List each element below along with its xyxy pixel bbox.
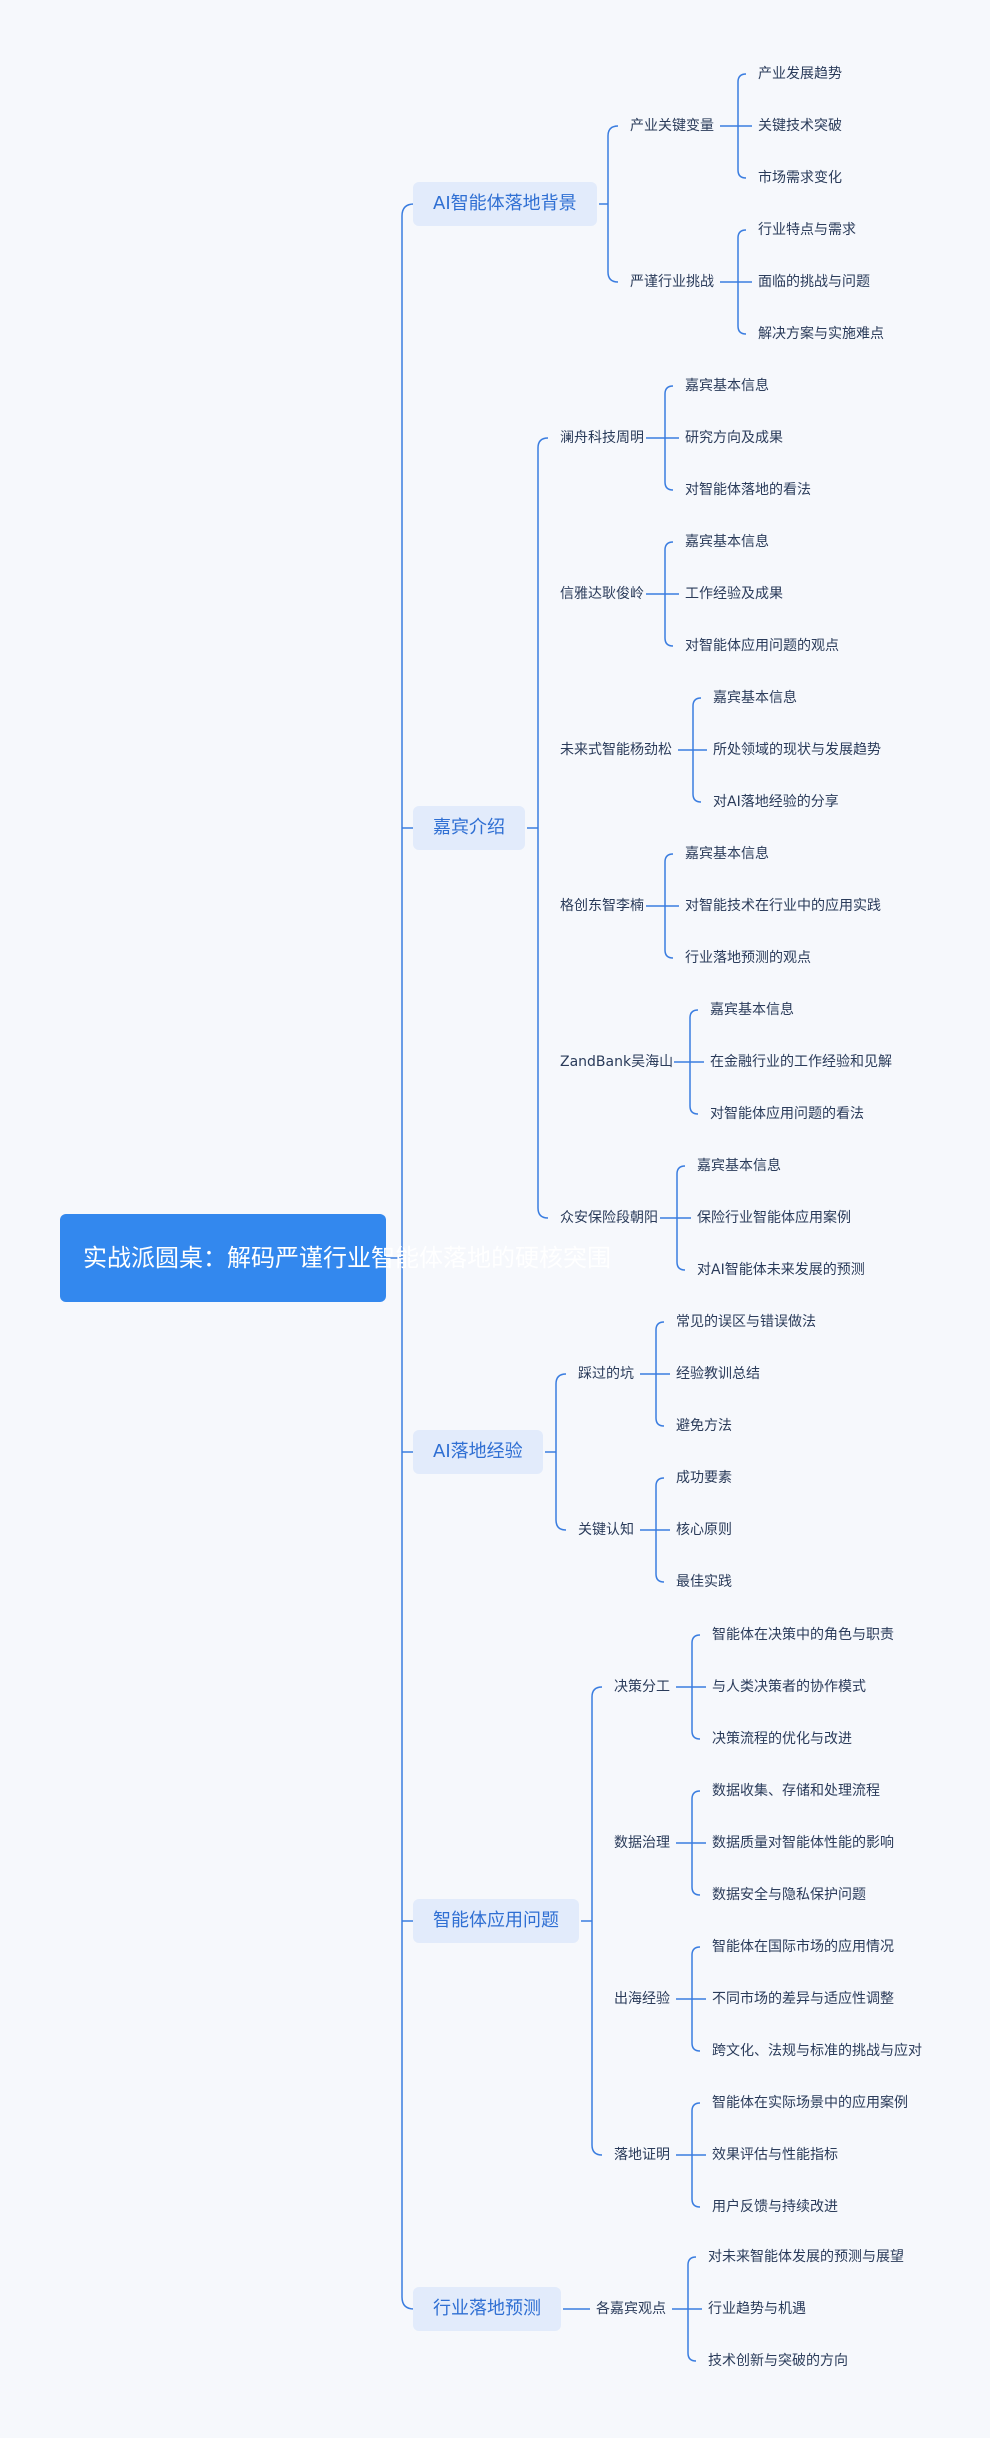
leaf-node[interactable]: 嘉宾基本信息	[685, 378, 769, 394]
leaf-node[interactable]: 对AI落地经验的分享	[713, 794, 839, 810]
sub-topic-node[interactable]: 未来式智能杨劲松	[560, 742, 672, 758]
sub-topic-node[interactable]: 产业关键变量	[630, 118, 714, 134]
leaf-node[interactable]: 智能体在实际场景中的应用案例	[712, 2095, 908, 2111]
connector-bracket	[537, 437, 549, 1219]
leaf-node[interactable]: 与人类决策者的协作模式	[712, 1679, 866, 1695]
topic-node[interactable]: 行业落地预测	[413, 2287, 561, 2331]
topic-node[interactable]: 智能体应用问题	[413, 1899, 579, 1943]
leaf-node[interactable]: 嘉宾基本信息	[697, 1158, 781, 1174]
sub-topic-node[interactable]: 落地证明	[614, 2147, 670, 2163]
connector-bracket	[591, 1686, 603, 2156]
leaf-node[interactable]: 技术创新与突破的方向	[708, 2353, 848, 2369]
leaf-node[interactable]: 嘉宾基本信息	[685, 846, 769, 862]
sub-topic-node[interactable]: 关键认知	[578, 1522, 634, 1538]
root-label: 实战派圆桌：解码严谨行业智能体落地的硬核突围	[83, 1244, 611, 1272]
leaf-node[interactable]: 对智能体落地的看法	[685, 482, 811, 498]
sub-topic-node[interactable]: 决策分工	[614, 1679, 670, 1695]
leaf-node[interactable]: 面临的挑战与问题	[758, 274, 870, 290]
leaf-node[interactable]: 数据质量对智能体性能的影响	[712, 1835, 894, 1851]
connector-bracket	[607, 125, 619, 283]
sub-topic-node[interactable]: 格创东智李楠	[560, 898, 644, 914]
leaf-node[interactable]: 对智能体应用问题的看法	[710, 1106, 864, 1122]
sub-topic-node[interactable]: ZandBank吴海山	[560, 1054, 674, 1070]
leaf-node[interactable]: 行业特点与需求	[758, 222, 856, 238]
leaf-node[interactable]: 在金融行业的工作经验和见解	[710, 1054, 892, 1070]
leaf-node[interactable]: 解决方案与实施难点	[758, 326, 884, 342]
leaf-node[interactable]: 避免方法	[676, 1418, 732, 1434]
leaf-node[interactable]: 用户反馈与持续改进	[712, 2199, 838, 2215]
leaf-node[interactable]: 行业趋势与机遇	[708, 2301, 806, 2317]
leaf-node[interactable]: 不同市场的差异与适应性调整	[712, 1991, 894, 2007]
connector-bracket	[401, 203, 415, 2310]
leaf-node[interactable]: 关键技术突破	[758, 118, 842, 134]
leaf-node[interactable]: 智能体在决策中的角色与职责	[712, 1627, 894, 1643]
sub-topic-node[interactable]: 踩过的坑	[578, 1366, 634, 1382]
leaf-node[interactable]: 经验教训总结	[676, 1366, 760, 1382]
sub-topic-node[interactable]: 信雅达耿俊岭	[560, 586, 644, 602]
leaf-node[interactable]: 数据收集、存储和处理流程	[712, 1783, 880, 1799]
leaf-node[interactable]: 成功要素	[676, 1470, 732, 1486]
sub-topic-node[interactable]: 澜舟科技周明	[560, 430, 644, 446]
topic-node[interactable]: AI智能体落地背景	[413, 182, 597, 226]
sub-topic-node[interactable]: 各嘉宾观点	[596, 2301, 666, 2317]
leaf-node[interactable]: 决策流程的优化与改进	[712, 1731, 852, 1747]
leaf-node[interactable]: 所处领域的现状与发展趋势	[713, 742, 881, 758]
leaf-node[interactable]: 对AI智能体未来发展的预测	[697, 1262, 865, 1278]
leaf-node[interactable]: 核心原则	[676, 1522, 732, 1538]
leaf-node[interactable]: 最佳实践	[676, 1574, 732, 1590]
leaf-node[interactable]: 智能体在国际市场的应用情况	[712, 1939, 894, 1955]
leaf-node[interactable]: 保险行业智能体应用案例	[697, 1210, 851, 1226]
leaf-node[interactable]: 效果评估与性能指标	[712, 2147, 838, 2163]
leaf-node[interactable]: 市场需求变化	[758, 170, 842, 186]
leaf-node[interactable]: 跨文化、法规与标准的挑战与应对	[712, 2043, 922, 2059]
leaf-node[interactable]: 嘉宾基本信息	[685, 534, 769, 550]
leaf-node[interactable]: 数据安全与隐私保护问题	[712, 1887, 866, 1903]
leaf-node[interactable]: 嘉宾基本信息	[713, 690, 797, 706]
sub-topic-node[interactable]: 数据治理	[614, 1835, 670, 1851]
leaf-node[interactable]: 行业落地预测的观点	[685, 950, 811, 966]
topic-node[interactable]: 嘉宾介绍	[413, 806, 525, 850]
sub-topic-node[interactable]: 严谨行业挑战	[630, 274, 714, 290]
connector-bracket	[555, 1373, 567, 1531]
leaf-node[interactable]: 对智能技术在行业中的应用实践	[685, 898, 881, 914]
leaf-node[interactable]: 对未来智能体发展的预测与展望	[708, 2249, 904, 2265]
root-node[interactable]: 实战派圆桌：解码严谨行业智能体落地的硬核突围	[60, 1214, 611, 1302]
leaf-node[interactable]: 常见的误区与错误做法	[676, 1314, 816, 1330]
leaf-node[interactable]: 嘉宾基本信息	[710, 1002, 794, 1018]
topic-node[interactable]: AI落地经验	[413, 1430, 543, 1474]
leaf-node[interactable]: 研究方向及成果	[685, 430, 783, 446]
sub-topic-node[interactable]: 出海经验	[614, 1991, 670, 2007]
leaf-node[interactable]: 产业发展趋势	[758, 66, 842, 82]
leaf-node[interactable]: 工作经验及成果	[685, 586, 783, 602]
leaf-node[interactable]: 对智能体应用问题的观点	[685, 638, 839, 654]
sub-topic-node[interactable]: 众安保险段朝阳	[560, 1210, 658, 1226]
